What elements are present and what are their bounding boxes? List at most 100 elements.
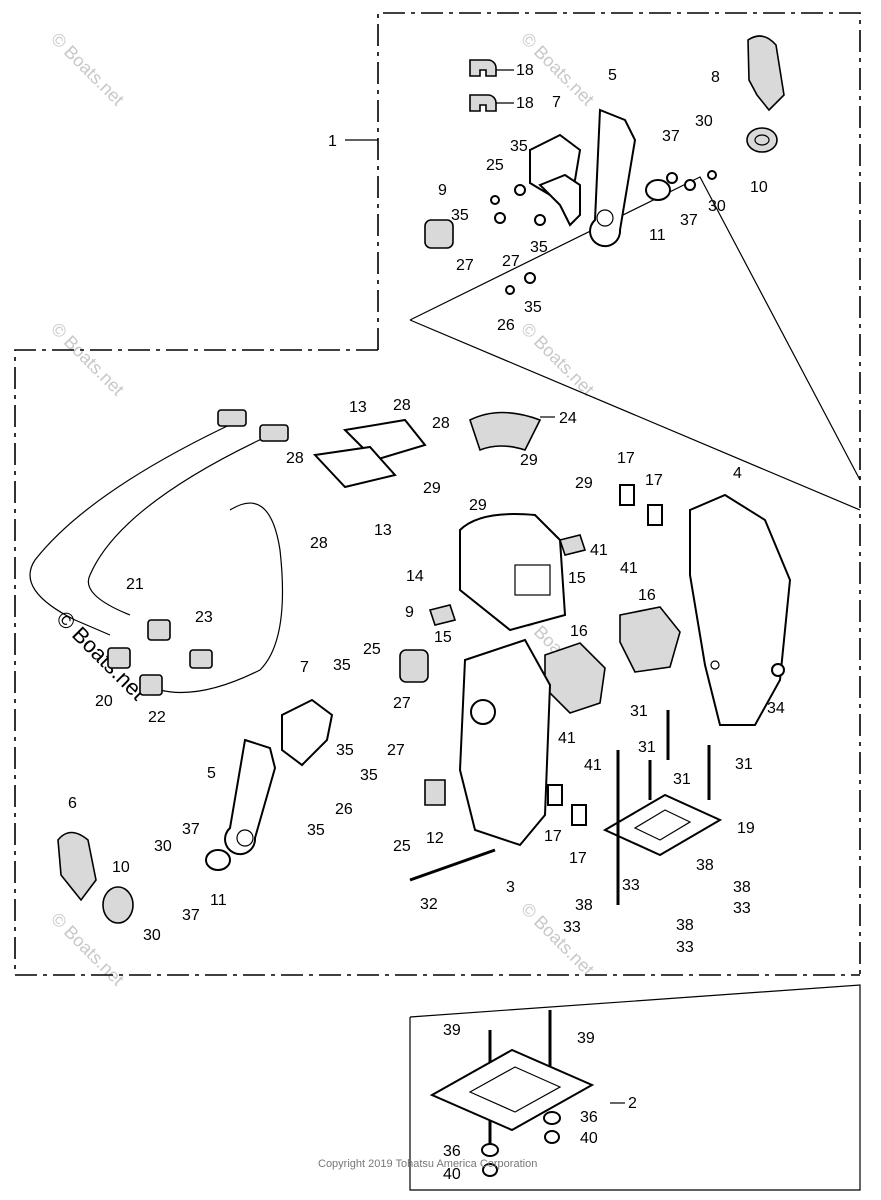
callout-6: 6 — [68, 795, 77, 812]
callout-33b: 33 — [733, 900, 751, 917]
assembly-2-parts — [429, 1048, 595, 1177]
callout-35e: 35 — [333, 657, 351, 674]
callout-41d: 41 — [584, 757, 602, 774]
callout-26b: 26 — [335, 801, 353, 818]
callout-28d: 28 — [310, 535, 328, 552]
callout-3: 3 — [506, 879, 515, 896]
callout-32: 32 — [420, 896, 438, 913]
watermark-dark: © Boats.net — [51, 606, 150, 705]
callout-26a: 26 — [497, 317, 515, 334]
callout-41b: 41 — [620, 560, 638, 577]
callout-13b: 13 — [374, 522, 392, 539]
callout-18a: 18 — [516, 62, 534, 79]
callout-28c: 28 — [286, 450, 304, 467]
callout-39a: 39 — [443, 1022, 461, 1039]
callout-41a: 41 — [590, 542, 608, 559]
callout-41c: 41 — [558, 730, 576, 747]
callout-33c: 33 — [563, 919, 581, 936]
callout-labels: 1 18 18 7 5 8 35 25 9 35 27 27 35 35 26 … — [68, 62, 785, 1183]
callout-10a: 10 — [750, 179, 768, 196]
callout-17a: 17 — [617, 450, 635, 467]
group-boundaries — [14, 12, 861, 1191]
callout-20: 20 — [95, 693, 113, 710]
callout-38b: 38 — [733, 879, 751, 896]
callout-30b: 30 — [708, 198, 726, 215]
callout-19: 19 — [737, 820, 755, 837]
watermarks: © Boats.net © Boats.net © Boats.net © Bo… — [47, 29, 598, 990]
callout-30c: 30 — [154, 838, 172, 855]
callout-35h: 35 — [307, 822, 325, 839]
callout-37d: 37 — [182, 907, 200, 924]
callout-34: 34 — [767, 700, 785, 717]
callout-39b: 39 — [577, 1030, 595, 1047]
callout-27d: 27 — [387, 742, 405, 759]
assembly-1-parts — [424, 35, 785, 295]
assembly-main-parts — [29, 409, 792, 924]
callout-7a: 7 — [552, 94, 561, 111]
callout-31d: 31 — [673, 771, 691, 788]
callout-8: 8 — [711, 69, 720, 86]
copyright-text: Copyright 2019 Tohatsu America Corporati… — [318, 1158, 537, 1170]
callout-5b: 5 — [207, 765, 216, 782]
callout-33d: 33 — [676, 939, 694, 956]
callout-35a: 35 — [510, 138, 528, 155]
callout-23: 23 — [195, 609, 213, 626]
callout-28a: 28 — [393, 397, 411, 414]
callout-16b: 16 — [570, 623, 588, 640]
callout-11a: 11 — [649, 227, 666, 244]
callout-29c: 29 — [469, 497, 487, 514]
callout-29a: 29 — [520, 452, 538, 469]
callout-37c: 37 — [182, 821, 200, 838]
callout-10b: 10 — [112, 859, 130, 876]
callout-25b: 25 — [363, 641, 381, 658]
svg-text:© Boats.net: © Boats.net — [47, 29, 128, 110]
callout-9a: 9 — [438, 182, 447, 199]
callout-36b: 36 — [443, 1143, 461, 1160]
callout-27b: 27 — [502, 253, 520, 270]
callout-9b: 9 — [405, 604, 414, 621]
callout-1: 1 — [328, 133, 337, 150]
callout-2: 2 — [628, 1095, 637, 1112]
callout-28b: 28 — [432, 415, 450, 432]
callout-38d: 38 — [676, 917, 694, 934]
callout-29d: 29 — [575, 475, 593, 492]
callout-36a: 36 — [580, 1109, 598, 1126]
callout-35d: 35 — [524, 299, 542, 316]
callout-35f: 35 — [336, 742, 354, 759]
callout-14: 14 — [406, 568, 424, 585]
callout-15a: 15 — [568, 570, 586, 587]
callout-27c: 27 — [393, 695, 411, 712]
callout-27a: 27 — [456, 257, 474, 274]
callout-31a: 31 — [630, 703, 648, 720]
callout-31c: 31 — [735, 756, 753, 773]
callout-35g: 35 — [360, 767, 378, 784]
callout-37b: 37 — [680, 212, 698, 229]
callout-33a: 33 — [622, 877, 640, 894]
callout-35c: 35 — [530, 239, 548, 256]
callout-5a: 5 — [608, 67, 617, 84]
callout-4: 4 — [733, 465, 742, 482]
callout-11b: 11 — [210, 892, 227, 909]
svg-text:© Boats.net: © Boats.net — [517, 319, 598, 400]
callout-31b: 31 — [638, 739, 656, 756]
callout-16a: 16 — [638, 587, 656, 604]
callout-30a: 30 — [695, 113, 713, 130]
callout-38c: 38 — [575, 897, 593, 914]
callout-15b: 15 — [434, 629, 452, 646]
callout-17c: 17 — [544, 828, 562, 845]
callout-30d: 30 — [143, 927, 161, 944]
callout-40a: 40 — [580, 1130, 598, 1147]
callout-25a: 25 — [486, 157, 504, 174]
callout-12: 12 — [426, 830, 444, 847]
callout-24: 24 — [559, 410, 577, 427]
callout-7b: 7 — [300, 659, 309, 676]
callout-35b: 35 — [451, 207, 469, 224]
callout-25c: 25 — [393, 838, 411, 855]
svg-text:© Boats.net: © Boats.net — [47, 319, 128, 400]
bolts — [409, 710, 711, 1155]
callout-29b: 29 — [423, 480, 441, 497]
callout-37a: 37 — [662, 128, 680, 145]
callout-40b: 40 — [443, 1166, 461, 1183]
callout-13a: 13 — [349, 399, 367, 416]
